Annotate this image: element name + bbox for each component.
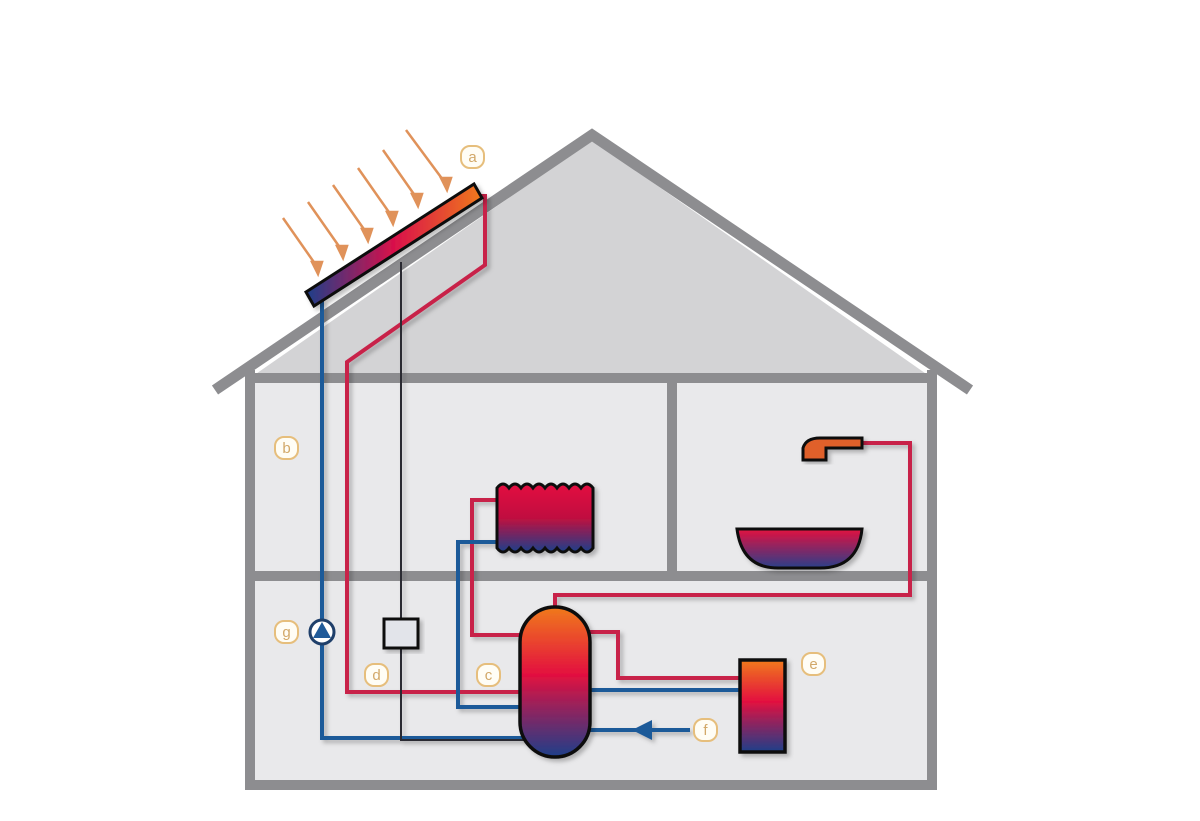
sun-rays bbox=[281, 129, 453, 278]
auxiliary-boiler bbox=[738, 658, 787, 754]
sensor-control-line bbox=[400, 262, 525, 741]
label-a: a bbox=[460, 145, 485, 169]
roof-fill bbox=[250, 140, 932, 378]
storage-tank bbox=[518, 605, 592, 759]
svg-text:f: f bbox=[703, 722, 708, 739]
labels: a b c d e f g bbox=[274, 145, 826, 742]
cold-inlet-arrow-icon bbox=[632, 720, 652, 740]
shower-head bbox=[801, 436, 864, 462]
label-f: f bbox=[693, 718, 718, 742]
label-e: e bbox=[801, 652, 826, 676]
room-upper-left bbox=[250, 378, 672, 575]
pump-icon bbox=[308, 618, 336, 646]
solar-collector bbox=[303, 181, 485, 309]
label-b: b bbox=[274, 436, 299, 460]
radiator-return-pipe bbox=[456, 540, 525, 709]
shower-hot-pipe bbox=[553, 441, 912, 608]
label-d: d bbox=[364, 663, 389, 687]
svg-text:a: a bbox=[468, 149, 477, 166]
svg-text:g: g bbox=[282, 624, 290, 641]
radiator-hot-pipe bbox=[470, 498, 525, 637]
svg-text:c: c bbox=[485, 667, 493, 684]
controller-box bbox=[382, 617, 420, 650]
label-g: g bbox=[274, 620, 299, 644]
collector-flow-hot-pipe bbox=[345, 194, 525, 694]
label-c: c bbox=[476, 663, 501, 687]
boiler-hot-pipe bbox=[588, 630, 742, 680]
svg-text:b: b bbox=[282, 440, 290, 457]
roof-outline bbox=[211, 128, 974, 395]
radiator bbox=[495, 482, 595, 554]
pipes bbox=[320, 194, 912, 741]
svg-text:e: e bbox=[809, 656, 817, 673]
svg-text:d: d bbox=[372, 667, 380, 684]
bathtub bbox=[735, 527, 864, 570]
collector-return-cold-pipe bbox=[320, 300, 525, 740]
